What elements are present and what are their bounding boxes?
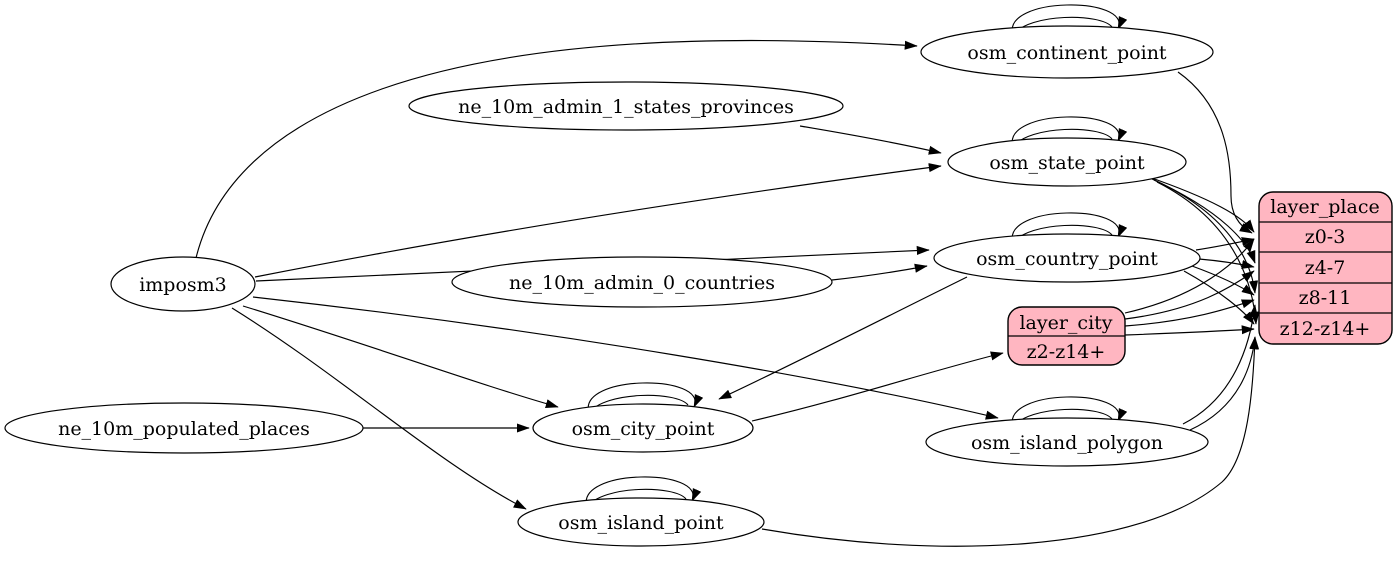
edge-imposm3-osm-continent-point [195,40,918,259]
edge-imposm3-osm-state-point [254,163,942,278]
edge-osm-city-point-layer-city [751,351,1004,422]
node-ne-10m-admin-1-states-provinces: ne_10m_admin_1_states_provinces [408,81,844,131]
edge-osm-island-polygon-z8-11 [1182,304,1258,425]
edge-osm-island-point-z12-z14 [761,336,1260,547]
ne-populated-label: ne_10m_populated_places [58,418,310,440]
edge-osm-country-point-osm-city-point [718,276,968,400]
node-osm-continent-point: osm_continent_point [920,25,1214,79]
edge-layer [195,40,1260,547]
layer-city-title: layer_city [1019,312,1112,334]
edge-osm-continent-point-z0-3 [1177,71,1253,234]
edge-osm-state-point-z8-11 [1153,179,1259,294]
ne-admin1-shape [408,81,844,131]
edge-layer-city-z8-11 [1124,299,1255,327]
edge-osm-island-polygon-z12-z14 [1189,336,1259,431]
osm-island-point-label: osm_island_point [558,512,724,534]
node-osm-country-point: osm_country_point [933,233,1201,283]
osm-state-label: osm_state_point [989,152,1145,174]
ne-admin0-label: ne_10m_admin_0_countries [509,272,775,294]
node-osm-island-polygon: osm_island_polygon [925,417,1209,467]
osm-island-point-shape [517,497,765,547]
node-osm-island-point: osm_island_point [517,497,765,547]
osm-city-label: osm_city_point [572,418,715,440]
edge-layer-city-z12-z14 [1124,325,1255,336]
ne-admin1-label: ne_10m_admin_1_states_provinces [458,96,794,118]
edge-osm-country-point-z0-3 [1195,237,1255,251]
layer-place-row-z8-11: z8-11 [1299,287,1352,309]
edge-osm-country-point-z8-11 [1191,265,1255,296]
osm-country-shape [933,233,1201,283]
osm-state-shape [947,137,1187,187]
node-osm-state-point: osm_state_point [947,137,1187,187]
layer-place-title: layer_place [1270,196,1379,218]
layer-place-row-z12-z14: z12-z14+ [1280,318,1371,340]
osm-continent-shape [920,25,1214,79]
layer-place-row-z0-3: z0-3 [1305,226,1346,248]
imposm3-shape [110,256,256,312]
osm-country-label: osm_country_point [976,248,1158,270]
edge-imposm3-osm-city-point [242,305,559,409]
record-layer-place: layer_place z0-3 z4-7 z8-11 z12-z14+ [1258,191,1393,345]
imposm3-label: imposm3 [139,274,227,296]
node-ne-10m-admin-0-countries: ne_10m_admin_0_countries [451,256,833,308]
edge-layer-city-z4-7 [1124,270,1255,320]
layer-city-row-z2-z14: z2-z14+ [1027,341,1106,363]
layer-place-box [1258,191,1393,345]
edge-osm-country-point-z4-7 [1198,258,1255,269]
edge-ne-admin0-osm-country-point [831,263,928,281]
edge-imposm3-osm-island-point [231,307,527,510]
edge-imposm3-osm-island-polygon [252,296,999,420]
node-osm-city-point: osm_city_point [532,403,754,453]
osm-city-shape [532,403,754,453]
osm-island-polygon-label: osm_island_polygon [971,432,1163,454]
ne-populated-shape [4,402,364,454]
edge-osm-country-point-z12-z14 [1183,270,1255,325]
record-layer-city: layer_city z2-z14+ [1007,306,1126,366]
layer-place-row-z4-7: z4-7 [1305,257,1346,279]
osm-island-polygon-shape [925,417,1209,467]
node-imposm3: imposm3 [110,256,256,312]
osm-continent-label: osm_continent_point [967,42,1167,64]
edge-ne-admin1-osm-state-point [799,125,942,155]
ne-admin0-shape [451,256,833,308]
node-ne-10m-populated-places: ne_10m_populated_places [4,402,364,454]
